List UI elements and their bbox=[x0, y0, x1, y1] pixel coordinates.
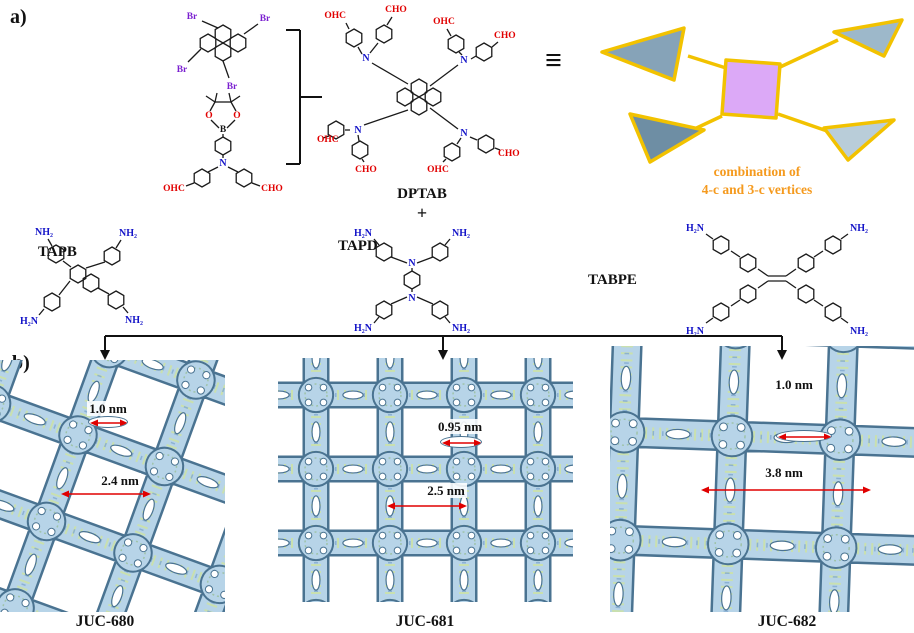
tapb-structure: NH₂ NH₂ H₂N NH₂ bbox=[20, 227, 143, 327]
juc-682-name: JUC-682 bbox=[757, 613, 817, 630]
caption-line1: combination of bbox=[713, 164, 801, 179]
bonds bbox=[322, 16, 501, 163]
pore-size-annotation: 0.95 nm bbox=[424, 418, 496, 436]
tapd-structure: N N H₂N NH₂ H₂N NH₂ bbox=[354, 228, 470, 334]
amine-label: NH₂ bbox=[35, 227, 53, 238]
boronate-linker-structure: O O B N OHC CHO bbox=[163, 92, 283, 194]
panel-a-label: a) bbox=[10, 6, 27, 28]
pore-size-label: 1.0 nm bbox=[773, 377, 815, 392]
pore-size-annotation: 2.5 nm bbox=[410, 482, 482, 500]
aldehyde-label: CHO bbox=[494, 31, 516, 41]
plus-sign: + bbox=[416, 203, 428, 223]
reaction-arrows bbox=[100, 335, 787, 360]
pore-size-label: 3.8 nm bbox=[763, 465, 805, 480]
dptab-structure: N N N N OHC CHO OHC CHO OHC CHO OHC CHO bbox=[317, 5, 520, 175]
benzene-rings bbox=[199, 24, 247, 62]
connector bbox=[687, 54, 727, 70]
oxygen-label: O bbox=[233, 111, 240, 121]
pore-size-annotation: 3.8 nm bbox=[744, 464, 824, 482]
vertex-combination-caption: combination of 4-c and 3-c vertices bbox=[622, 163, 892, 198]
aldehyde-label: OHC bbox=[427, 165, 449, 175]
double-arrow-icon bbox=[61, 490, 151, 498]
benzene-rings bbox=[43, 244, 125, 312]
pore-size-label: 2.5 nm bbox=[425, 483, 467, 498]
aldehyde-label: CHO bbox=[498, 149, 520, 159]
juc-681-pore-structure bbox=[278, 358, 573, 602]
aldehyde-label: OHC bbox=[317, 135, 339, 145]
tetrabromopyrene-structure: Br Br Br Br bbox=[177, 12, 271, 92]
tapd-label: TAPD bbox=[338, 238, 378, 254]
aldehyde-label: OHC bbox=[433, 17, 455, 27]
dptab-label: DPTAB bbox=[397, 186, 447, 202]
double-arrow-icon bbox=[387, 502, 467, 510]
triangle-3c-vertex bbox=[628, 112, 706, 164]
pore-size-annotation: 1.0 nm bbox=[78, 400, 138, 418]
br-label: Br bbox=[260, 14, 271, 24]
connector bbox=[777, 38, 839, 70]
vertex-combination-diagram bbox=[600, 18, 904, 164]
amine-label: H₂N bbox=[20, 316, 39, 327]
nitrogen-label: N bbox=[354, 125, 362, 136]
double-arrow-icon bbox=[776, 430, 832, 442]
benzene-rings bbox=[327, 24, 495, 162]
aldehyde-label: OHC bbox=[324, 11, 346, 21]
br-label: Br bbox=[187, 12, 198, 22]
pore-size-label: 1.0 nm bbox=[87, 401, 129, 416]
aldehyde-label: CHO bbox=[355, 165, 377, 175]
amine-label: NH₂ bbox=[125, 315, 143, 326]
triangle-3c-vertex bbox=[832, 18, 904, 58]
equivalence-symbol: ≡ bbox=[545, 44, 563, 77]
nitrogen-label: N bbox=[362, 53, 370, 64]
benzene-rings bbox=[375, 242, 449, 320]
caption-line2: 4-c and 3-c vertices bbox=[701, 181, 813, 197]
amine-label: NH₂ bbox=[850, 223, 868, 234]
juc-680-pore-structure bbox=[0, 360, 225, 612]
juc-681-name: JUC-681 bbox=[395, 613, 455, 630]
boron-label: B bbox=[220, 125, 227, 135]
benzene-rings bbox=[712, 235, 842, 322]
aldehyde-label: CHO bbox=[261, 184, 283, 194]
amine-label: H₂N bbox=[354, 323, 373, 334]
juc-680-name: JUC-680 bbox=[75, 613, 135, 630]
bonds bbox=[187, 20, 259, 79]
aldehyde-label: OHC bbox=[163, 184, 185, 194]
triangle-3c-vertex bbox=[822, 118, 896, 162]
oxygen-label: O bbox=[205, 111, 212, 121]
nitrogen-label: N bbox=[460, 128, 468, 139]
pore-size-annotation: 2.4 nm bbox=[80, 472, 160, 490]
double-arrow-icon bbox=[701, 486, 871, 494]
amine-label: H₂N bbox=[686, 326, 705, 337]
pore-size-label: 0.95 nm bbox=[435, 419, 485, 434]
square-4c-vertex bbox=[720, 58, 782, 120]
br-label: Br bbox=[227, 82, 238, 92]
amine-label: H₂N bbox=[686, 223, 705, 234]
nitrogen-label: N bbox=[408, 293, 416, 304]
aldehyde-label: CHO bbox=[385, 5, 407, 15]
double-arrow-icon bbox=[88, 416, 128, 428]
bonds bbox=[185, 92, 261, 187]
tabpe-structure: H₂N NH₂ H₂N NH₂ bbox=[686, 223, 868, 337]
amine-label: NH₂ bbox=[452, 323, 470, 334]
nitrogen-label: N bbox=[460, 55, 468, 66]
pore-size-label: 2.4 nm bbox=[99, 473, 141, 488]
nitrogen-label: N bbox=[219, 158, 227, 169]
br-label: Br bbox=[177, 65, 188, 75]
amine-label: H₂N bbox=[354, 228, 373, 239]
amine-label: NH₂ bbox=[119, 228, 137, 239]
amine-label: NH₂ bbox=[452, 228, 470, 239]
amine-label: NH₂ bbox=[850, 326, 868, 337]
tabpe-label: TABPE bbox=[588, 272, 637, 288]
double-arrow-icon bbox=[440, 436, 482, 448]
nitrogen-label: N bbox=[408, 258, 416, 269]
triangle-3c-vertex bbox=[600, 26, 686, 82]
bracket bbox=[286, 29, 322, 165]
bonds bbox=[38, 238, 129, 316]
bonds bbox=[373, 238, 451, 324]
bonds bbox=[705, 233, 849, 324]
connector bbox=[777, 112, 831, 134]
pore-size-annotation: 1.0 nm bbox=[762, 376, 826, 394]
